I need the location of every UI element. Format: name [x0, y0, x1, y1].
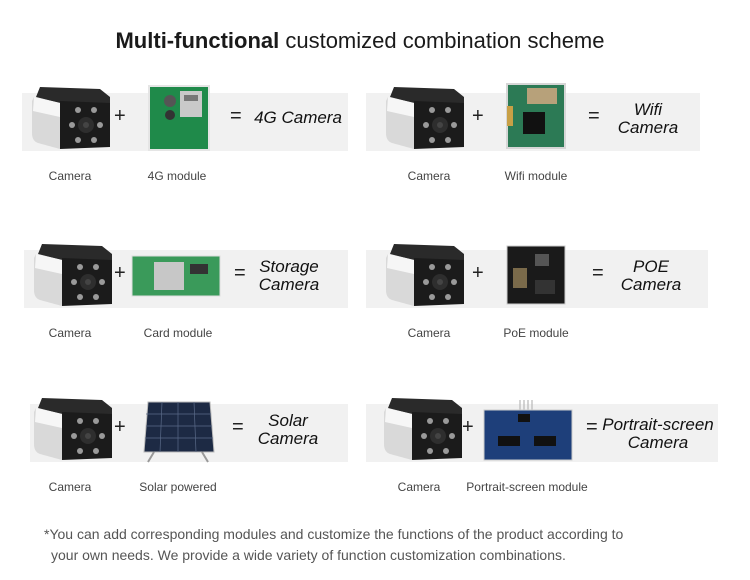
module-caption: Card module — [143, 326, 213, 340]
poe-module-image — [506, 245, 566, 305]
portrait-screen-module-image — [483, 400, 573, 461]
camera-caption: Camera — [48, 169, 92, 183]
result-label: 4G Camera — [250, 109, 346, 127]
camera-caption: Camera — [407, 169, 451, 183]
equals-sign: = — [234, 262, 246, 284]
camera-caption: Camera — [407, 326, 451, 340]
result-line1: Portrait-screen — [602, 415, 714, 434]
camera-caption: Camera — [397, 480, 441, 494]
camera-image — [384, 240, 468, 308]
result-line2: Camera — [257, 429, 319, 448]
camera-caption: Camera — [48, 480, 92, 494]
module-caption: Wifi module — [504, 169, 568, 183]
result-line2: Camera — [617, 118, 679, 137]
result-line1: Storage — [259, 257, 319, 276]
page-title: Multi-functional customized combination … — [0, 28, 720, 54]
result-line1: Wifi — [633, 100, 663, 119]
result-line2: Camera — [627, 433, 689, 452]
result-line2: Camera — [620, 275, 682, 294]
result-line1: POE — [633, 257, 669, 276]
equals-sign: = — [232, 416, 244, 438]
camera-image — [384, 83, 468, 151]
plus-sign: + — [114, 262, 126, 284]
module-caption: PoE module — [503, 326, 569, 340]
camera-caption: Camera — [48, 326, 92, 340]
result-line1: Solar — [268, 411, 308, 430]
equals-sign: = — [592, 262, 604, 284]
footnote-line2: your own needs. We provide a wide variet… — [51, 547, 566, 563]
plus-sign: + — [472, 105, 484, 127]
result-line1: 4G Camera — [254, 108, 342, 127]
4g-module-image — [148, 85, 210, 151]
plus-sign: + — [114, 416, 126, 438]
card-module-image — [131, 255, 221, 297]
combo-4g-camera: + = 4G Camera Camera 4G module — [22, 83, 382, 193]
plus-sign: + — [472, 262, 484, 284]
wifi-module-image — [506, 83, 566, 149]
camera-image — [30, 83, 114, 151]
equals-sign: = — [588, 105, 600, 127]
equals-sign: = — [230, 105, 242, 127]
module-caption: Solar powered — [139, 480, 217, 494]
plus-sign: + — [114, 105, 126, 127]
footnote: *You can add corresponding modules and c… — [44, 524, 623, 566]
equals-sign: = — [586, 416, 598, 438]
footnote-line1: *You can add corresponding modules and c… — [44, 526, 624, 542]
module-caption: Portrait-screen module — [466, 480, 588, 494]
title-rest: customized combination scheme — [279, 28, 605, 53]
camera-image — [32, 394, 116, 462]
result-line2: Camera — [258, 275, 320, 294]
camera-image — [382, 394, 466, 462]
camera-image — [32, 240, 116, 308]
module-caption: 4G module — [147, 169, 207, 183]
plus-sign: + — [462, 416, 474, 438]
title-bold: Multi-functional — [115, 28, 280, 53]
solar-panel-image — [143, 401, 215, 463]
